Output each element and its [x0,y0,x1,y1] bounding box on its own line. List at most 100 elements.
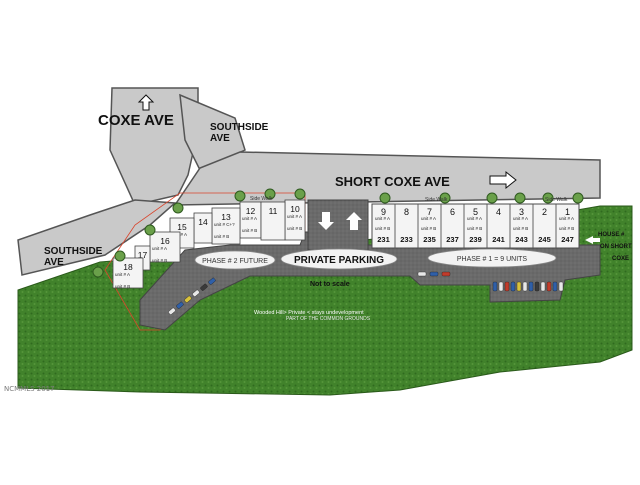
entrance-drive [307,199,369,251]
phase2-unit-number: 13 [221,212,231,222]
parked-car-icon [510,281,516,292]
tree-icon [234,190,246,202]
phase2-unit-number: 10 [290,204,300,214]
phase1-unit-number: 6 [450,207,455,217]
southside-ave-left-label: SOUTHSIDE [44,246,103,257]
phase1-house-number: 243 [515,235,528,244]
phase1-unit-b-label: unit # B [421,226,436,231]
phase1-unit-a-label: unit # A [375,216,390,221]
arrow-right-icon [489,170,517,190]
phase1-house-number: 233 [400,235,413,244]
phase2-unit-a-label: unit # A [242,216,257,221]
parked-cars [168,271,564,315]
phase2-unit-number: 11 [269,206,278,216]
house-note-line2: ON SHORT [600,244,632,250]
woods-note-line1: Wooded Hill> Private < stays undevelopme… [254,310,364,316]
phase2-unit-b-label: unit # B [242,228,257,233]
phase2-unit [112,257,144,289]
coxe-ave-label: COXE AVE [98,112,174,129]
parked-car-icon [429,271,439,277]
parked-car-icon [540,281,546,292]
southside-ave-top-label: SOUTHSIDE [210,122,269,133]
parked-car-icon [208,277,216,285]
parking-label: PRIVATE PARKING [294,255,384,266]
phase1-house-number: 245 [538,235,551,244]
southside-ave-left-road [17,199,177,276]
parked-car-icon [522,281,528,292]
phase1-house-number: 239 [469,235,482,244]
phase1-unit-b-label: unit # B [375,226,390,231]
phase2-unit-number: 17 [138,250,148,260]
phase1-bubble [427,248,557,268]
phase2-bubble [194,250,276,270]
phase1-unit-a-label: unit # A [559,216,574,221]
tree-icon [542,192,554,204]
phase2-unit [211,207,241,245]
woods-note-line2: PART OF THE COMMON GROUNDS [286,316,371,322]
phase2-unit-number: 18 [123,262,133,272]
phase1-unit [555,203,580,249]
tree-icon [572,192,584,204]
house-arrow-icon [585,236,600,244]
tree-icon [379,192,391,204]
parked-car-icon [192,289,200,297]
phase1-unit-a-label: unit # A [467,216,482,221]
phase1-unit-b-label: unit # B [467,226,482,231]
parked-car-icon [168,307,176,315]
phase1-unit-number: 3 [519,207,524,217]
parking-bubble [280,248,398,270]
parked-car-icon [516,281,522,292]
parked-car-icon [552,281,558,292]
tree-icon [486,192,498,204]
tree-icon [144,224,156,236]
sidewalk-label-left: Side Walk [250,196,273,202]
southside-ave-top-label-2: AVE [210,133,230,144]
phase1-unit-number: 9 [381,207,386,217]
arrows-up-down-icon [318,212,362,230]
phase2-unit-b-label: unit # B [115,284,130,289]
sidewalk-label-center: Side Walk [425,197,448,203]
phase1-house-number: 235 [423,235,436,244]
phase2-unit [260,201,286,241]
phase2-unit-b-label: unit # B [214,234,229,239]
parked-car-icon [492,281,498,292]
coxe-ave-road [109,87,199,206]
phase1-unit-b-label: unit # B [513,226,528,231]
phase1-unit-a-label: unit # A [513,216,528,221]
tree-icon [294,188,306,200]
parked-car-icon [441,271,451,277]
roads [17,87,601,276]
parked-car-icon [176,301,184,309]
scale-note: Not to scale [310,281,350,288]
phase2-unit-b-label: unit # B [287,226,302,231]
parked-car-icon [558,281,564,292]
short-coxe-ave-label: SHORT COXE AVE [335,174,450,189]
phase1-house-number: 247 [561,235,574,244]
phase2-unit-number: 15 [177,222,187,232]
phase2-unit-b-label: unit # B [152,258,167,263]
phase2-unit-a-label: unit # C+? [214,222,235,227]
parked-car-icon [417,271,427,277]
tree-icon [92,266,104,278]
phase2-label: PHASE # 2 FUTURE [202,258,268,265]
tree-icon [439,192,451,204]
phase2-unit-a-label: unit # A [152,246,167,251]
tree-icon [514,192,526,204]
phase2-unit-a-label: unit # A [115,272,130,277]
trees [92,188,584,278]
sidewalk-label-right: Side Walk [545,197,568,203]
tree-icon [264,188,276,200]
parked-car-icon [200,283,208,291]
phase1-unit-number: 2 [542,207,547,217]
mls-watermark: NCMMLS 2017 [4,385,55,393]
tree-icon [114,250,126,262]
parked-car-icon [184,295,192,303]
phase2-unit [149,231,181,263]
phase1-unit-number: 1 [565,207,570,217]
phase1-house-number: 241 [492,235,505,244]
phase2-unit-number: 16 [160,236,170,246]
house-note-line1: HOUSE # [598,232,625,238]
